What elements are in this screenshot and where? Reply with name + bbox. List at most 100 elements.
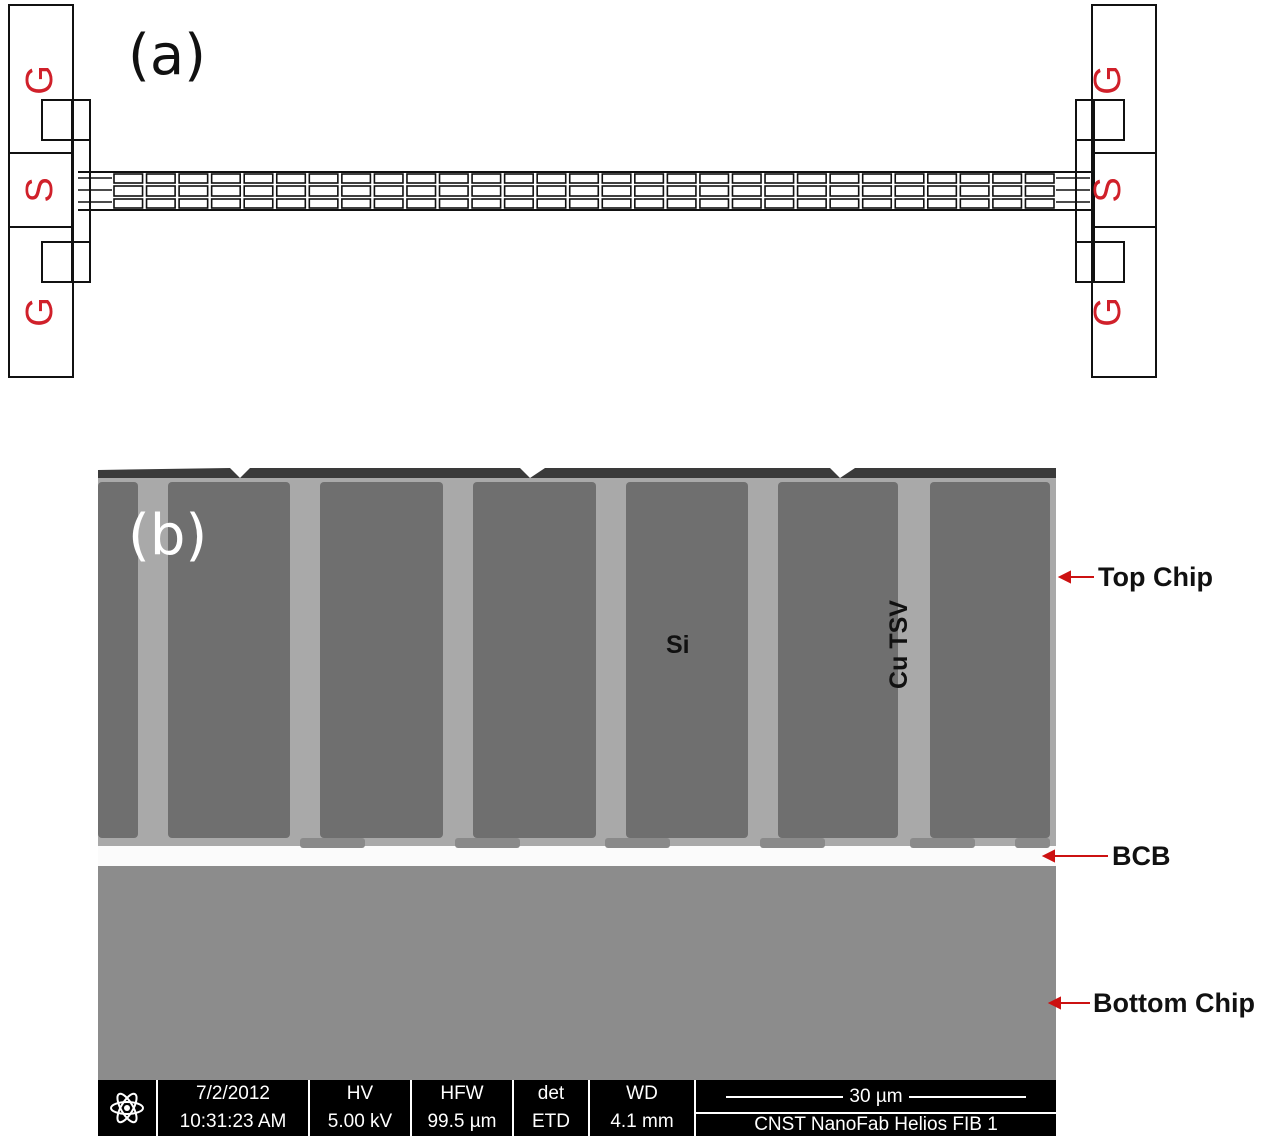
chain-link [406,198,437,209]
chain-link [699,198,730,209]
chain-link [210,185,242,197]
top-surface-layer [98,468,1056,478]
chain-link [536,198,567,209]
chain-link [731,198,762,209]
scale-bar-label: 30 µm [849,1086,903,1107]
chain-link [601,198,632,209]
bcb-bump [605,838,670,848]
chain-link [666,185,697,197]
bcb-bump [300,838,365,848]
chain-link [308,198,339,209]
chain-link [308,173,339,184]
chain-link [536,185,567,197]
chain-link [145,173,176,184]
chain-link [568,185,600,197]
chain-link [406,173,437,184]
chain-link [243,185,274,197]
instrument-name: CNST NanoFab Helios FIB 1 [696,1112,1056,1136]
si-block [168,482,290,838]
databar-wd-cell: WD 4.1 mm [590,1080,696,1136]
chain-link [1024,198,1055,209]
chain-link [926,173,958,184]
chain-link [178,198,209,209]
chain-link [503,185,534,197]
chain-link [373,173,404,184]
databar-wd-value: 4.1 mm [610,1111,674,1132]
databar-hfw-cell: HFW 99.5 µm [412,1080,514,1136]
databar-hv-cell: HV 5.00 kV [310,1080,412,1136]
databar-det-label: det [537,1083,565,1104]
chain-link [438,185,469,197]
chain-link [373,185,404,197]
databar-hv-label: HV [346,1083,374,1104]
right-ground-pad-bottom [1091,226,1157,378]
chain-link [861,198,893,209]
chain-link [764,173,795,184]
chain-link [471,198,502,209]
chain-link [275,173,307,184]
chain-link [438,173,469,184]
chain-link [406,185,437,197]
bcb-bump [1015,838,1050,848]
chain-link [113,185,144,197]
databar-det-cell: det ETD [514,1080,590,1136]
chain-link [341,173,372,184]
chain-link [959,198,990,209]
chain-link [764,198,795,209]
chain-link [438,198,469,209]
chain-link [992,198,1023,209]
databar-hv-value: 5.00 kV [327,1111,393,1132]
bcb-annotation: BCB [1112,841,1171,871]
chain-link [373,198,404,209]
chain-link [666,173,697,184]
chain-link [796,185,827,197]
si-block [473,482,596,838]
chain-link [341,185,372,197]
chain-link [861,173,893,184]
databar-wd-label: WD [626,1083,658,1104]
bottom-chip-region [98,866,1056,1080]
databar-date-cell: 7/2/2012 10:31:23 AM [158,1080,310,1136]
chain-link [471,173,502,184]
chain-link [145,198,176,209]
left-ground-pad-bottom [8,226,74,378]
left-pad-letter-g-top: G [19,65,61,95]
chain-link [992,173,1023,184]
chain-link [503,173,534,184]
bottom-chip-annotation: Bottom Chip [1093,988,1255,1018]
chain-link [731,185,762,197]
chain-link [992,185,1023,197]
chain-link [210,173,242,184]
chain-link [275,185,307,197]
si-label: Si [666,631,690,659]
top-chip-annotation: Top Chip [1098,562,1213,592]
chain-link [764,185,795,197]
chain-link [601,185,632,197]
chain-link [275,198,307,209]
chain-link [568,198,600,209]
chain-link [894,198,925,209]
cu-tsv-label: Cu TSV [884,600,913,689]
chain-link [341,198,372,209]
sem-databar: 7/2/2012 10:31:23 AM HV 5.00 kV HFW 99.5… [98,1080,1056,1136]
chain-link [699,185,730,197]
databar-scale-cell: 30 µm CNST NanoFab Helios FIB 1 [696,1080,1056,1136]
databar-time: 10:31:23 AM [179,1111,287,1132]
chain-link [536,173,567,184]
chain-link [861,185,893,197]
chain-link [503,198,534,209]
bcb-bump [760,838,825,848]
chain-link [113,198,144,209]
databar-hfw-value: 99.5 µm [427,1111,497,1132]
chain-link [894,185,925,197]
databar-hfw-label: HFW [440,1083,484,1104]
bcb-bump [455,838,520,848]
right-pad-letter-g-bottom: G [1087,297,1129,327]
chain-link [243,173,274,184]
chain-link [1024,173,1055,184]
chain-link [568,173,600,184]
chain-link [699,173,730,184]
si-block [930,482,1050,838]
right-pad-letter-s: S [1087,177,1129,202]
